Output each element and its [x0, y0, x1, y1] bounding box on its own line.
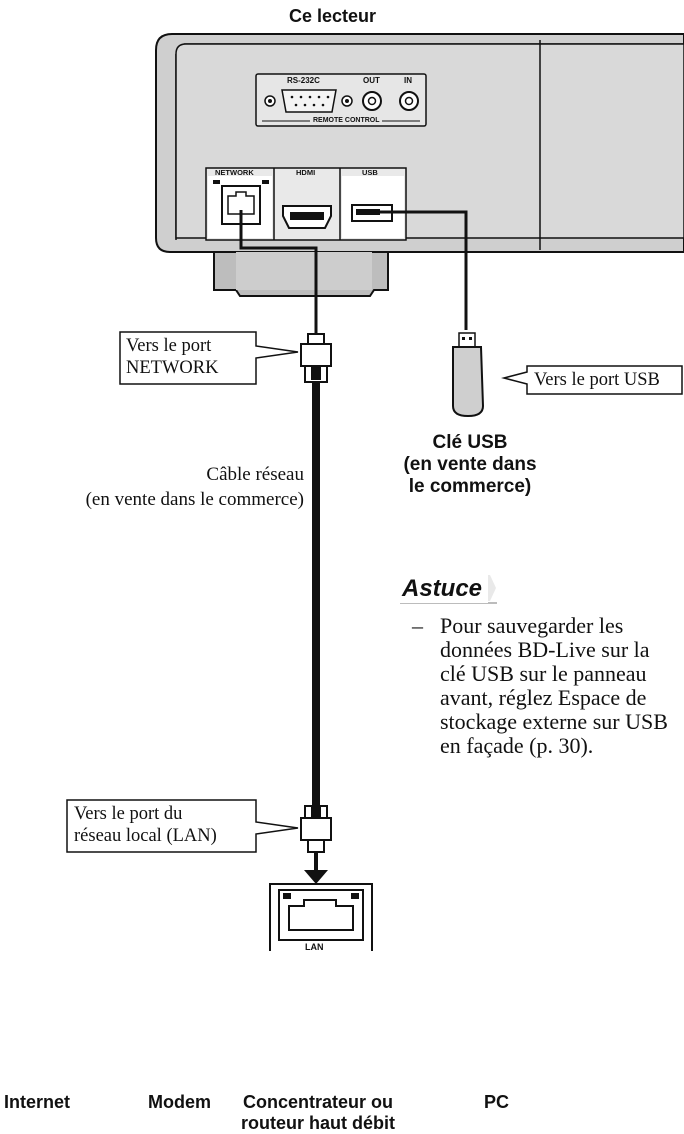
callout-lan-text: Vers le port du réseau local (LAN)	[74, 804, 217, 846]
usb-key-label: Clé USB (en vente dans le commerce)	[403, 432, 537, 497]
remote-control-label: REMOTE CONTROL	[313, 117, 380, 124]
callout-usb-box	[501, 365, 683, 395]
usb-port-label: USB	[362, 168, 378, 177]
lan-jack-label: LAN	[305, 942, 324, 952]
internet-label: Internet	[4, 1092, 71, 1112]
rs232c-label: RS-232C	[287, 76, 320, 85]
modem-label: Modem	[148, 1092, 211, 1112]
port-panel	[205, 167, 407, 241]
callout-network-text: Vers le port NETWORK	[126, 336, 219, 378]
tip-dash: –	[412, 613, 423, 638]
diagram-title: Ce lecteur	[289, 6, 377, 26]
tip-body: Pour sauvegarder les données BD-Live sur…	[440, 613, 668, 758]
remote-out-label: OUT	[363, 76, 380, 85]
network-cable	[239, 210, 332, 884]
connection-diagram	[66, 33, 684, 951]
remote-in-label: IN	[404, 76, 412, 85]
callout-lan-box	[66, 799, 299, 853]
cable-label: Câble réseau (en vente dans le commerce)	[85, 464, 304, 510]
network-port-label: NETWORK	[215, 168, 254, 177]
pc-label: PC	[484, 1092, 510, 1112]
tip-title: Astuce	[398, 575, 489, 603]
router-label: Concentrateur ou routeur haut débit	[241, 1092, 395, 1133]
callout-network-box	[119, 331, 299, 385]
lan-jack	[269, 883, 373, 951]
usb-cable	[380, 210, 468, 330]
usb-key-icon	[452, 332, 485, 418]
callout-usb-text: Vers le port USB	[534, 370, 660, 390]
hdmi-port-label: HDMI	[296, 168, 316, 177]
remote-control-panel	[255, 73, 427, 127]
